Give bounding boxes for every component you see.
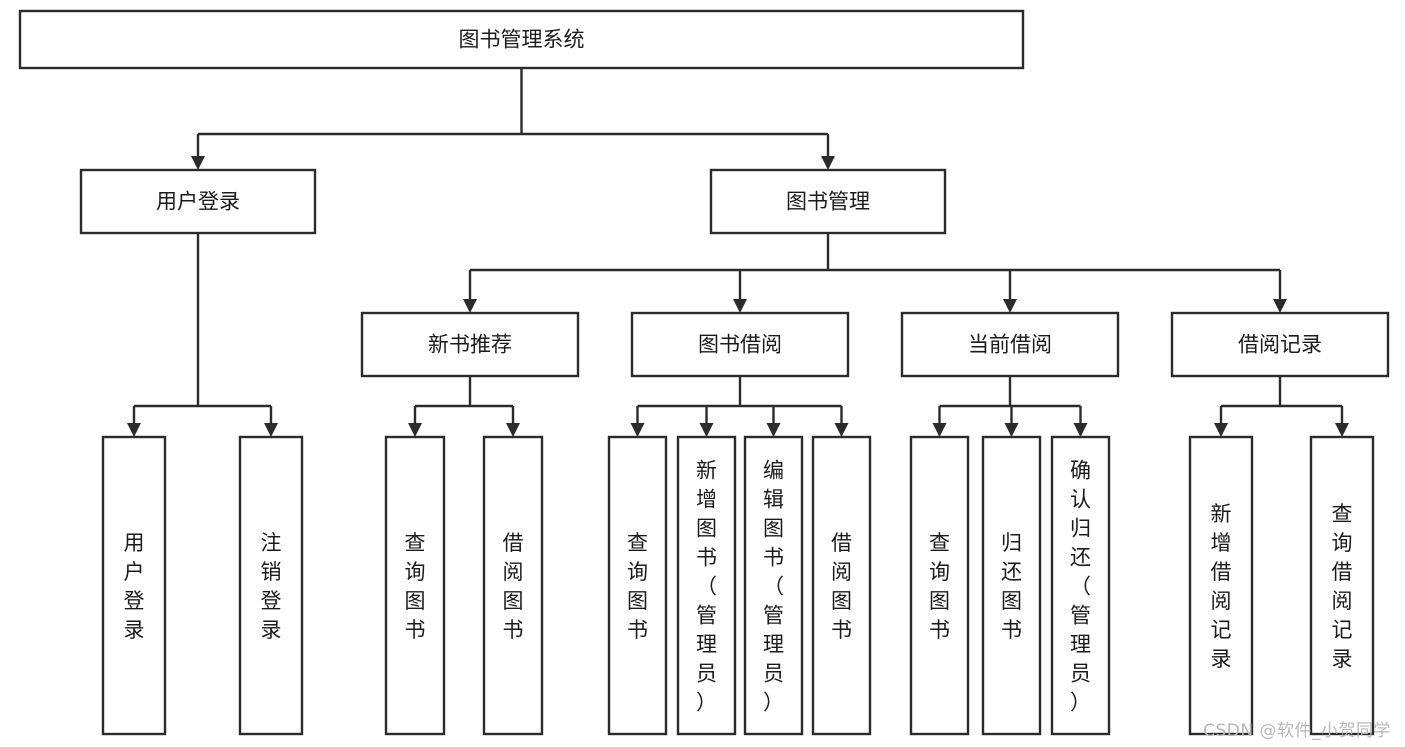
node-box-leaf-user-logout[interactable]: [238, 435, 304, 736]
node-label-leaf-user-login: 用户登录: [124, 531, 145, 642]
node-book-borrow[interactable]: 图书借阅: [630, 311, 850, 378]
node-box-leaf-user-login[interactable]: [101, 435, 167, 736]
node-leaf-borrow-books-rec[interactable]: 借阅图书: [482, 435, 544, 736]
node-box-current-borrow[interactable]: [900, 311, 1120, 378]
node-box-leaf-query-borrow-record[interactable]: [1309, 435, 1375, 736]
node-box-leaf-query-books-current[interactable]: [909, 435, 970, 736]
book-borrow-to-leaves-arrow-1-head: [699, 423, 714, 437]
user-login-to-leaves-arrow-0-head: [127, 423, 141, 437]
node-label-user-login: 用户登录: [156, 190, 240, 214]
node-label-borrow-records: 借阅记录: [1238, 333, 1322, 357]
node-leaf-query-books-current[interactable]: 查询图书: [909, 435, 970, 736]
node-leaf-add-book-admin[interactable]: 新增图书（管理员）: [676, 435, 737, 736]
node-label-new-book-recommend: 新书推荐: [428, 333, 512, 357]
node-label-book-management: 图书管理: [786, 190, 870, 214]
node-leaf-query-borrow-record[interactable]: 查询借阅记录: [1309, 435, 1375, 736]
node-leaf-return-books[interactable]: 归还图书: [981, 435, 1042, 736]
node-box-leaf-query-books-rec[interactable]: [384, 435, 446, 736]
node-box-borrow-records[interactable]: [1170, 311, 1390, 378]
current-borrow-to-leaves-arrow-2-head: [1073, 423, 1088, 437]
node-user-login[interactable]: 用户登录: [79, 168, 317, 235]
node-box-leaf-confirm-return-admin[interactable]: [1050, 435, 1111, 736]
borrow-records-to-leaves-arrow-0-head: [1214, 423, 1228, 437]
node-label-current-borrow: 当前借阅: [968, 333, 1052, 357]
node-book-management[interactable]: 图书管理: [709, 168, 947, 235]
book-borrow-to-leaves-arrow-3-head: [834, 423, 849, 437]
node-box-book-borrow[interactable]: [630, 311, 850, 378]
borrow-records-to-leaves-arrow-1-head: [1335, 423, 1349, 437]
node-box-leaf-add-borrow-record[interactable]: [1188, 435, 1254, 736]
node-leaf-user-logout[interactable]: 注销登录: [238, 435, 304, 736]
node-box-user-login[interactable]: [79, 168, 317, 235]
root-to-level2-arrow-0-head: [191, 156, 205, 170]
node-label-leaf-borrow-books-rec: 借阅图书: [503, 531, 524, 642]
bookmgmt-to-level3-arrow-0-head: [463, 299, 477, 313]
node-label-leaf-query-borrow-record: 查询借阅记录: [1332, 502, 1353, 671]
node-box-root[interactable]: [18, 9, 1025, 70]
connectors-layer: [127, 68, 1349, 437]
node-box-leaf-borrow-books-rec[interactable]: [482, 435, 544, 736]
current-borrow-to-leaves-arrow-0-head: [932, 423, 947, 437]
boxes-layer: 图书管理系统用户登录图书管理新书推荐图书借阅当前借阅借阅记录用户登录注销登录查询…: [18, 9, 1390, 736]
node-leaf-confirm-return-admin[interactable]: 确认归还（管理员）: [1050, 435, 1111, 736]
node-leaf-edit-book-admin[interactable]: 编辑图书（管理员）: [743, 435, 804, 736]
node-label-leaf-add-book-admin: 新增图书（管理员）: [696, 459, 717, 715]
node-box-leaf-query-books-borrow[interactable]: [607, 435, 668, 736]
node-root[interactable]: 图书管理系统: [18, 9, 1025, 70]
node-box-book-management[interactable]: [709, 168, 947, 235]
book-borrow-to-leaves-arrow-2-head: [766, 423, 781, 437]
current-borrow-to-leaves-arrow-1-head: [1004, 423, 1019, 437]
node-label-leaf-query-books-current: 查询图书: [929, 531, 950, 642]
node-label-book-borrow: 图书借阅: [698, 333, 782, 357]
node-label-leaf-query-books-rec: 查询图书: [405, 531, 426, 642]
bookmgmt-to-level3-arrow-1-head: [733, 299, 747, 313]
node-current-borrow[interactable]: 当前借阅: [900, 311, 1120, 378]
bookmgmt-to-level3-arrow-3-head: [1273, 299, 1287, 313]
node-label-root: 图书管理系统: [459, 28, 585, 52]
new-book-recommend-to-leaves-arrow-1-head: [506, 423, 520, 437]
node-box-leaf-return-books[interactable]: [981, 435, 1042, 736]
node-label-leaf-query-books-borrow: 查询图书: [627, 531, 648, 642]
node-new-book-recommend[interactable]: 新书推荐: [360, 311, 580, 378]
node-leaf-query-books-borrow[interactable]: 查询图书: [607, 435, 668, 736]
root-to-level2-arrow-1-head: [821, 156, 835, 170]
node-leaf-add-borrow-record[interactable]: 新增借阅记录: [1188, 435, 1254, 736]
node-box-leaf-borrow-books-borrow[interactable]: [811, 435, 872, 736]
node-box-new-book-recommend[interactable]: [360, 311, 580, 378]
node-label-leaf-borrow-books-borrow: 借阅图书: [831, 531, 852, 642]
node-borrow-records[interactable]: 借阅记录: [1170, 311, 1390, 378]
book-borrow-to-leaves-arrow-0-head: [630, 423, 645, 437]
node-label-leaf-user-logout: 注销登录: [261, 531, 282, 642]
node-leaf-borrow-books-borrow[interactable]: 借阅图书: [811, 435, 872, 736]
node-label-leaf-confirm-return-admin: 确认归还（管理员）: [1070, 459, 1091, 715]
new-book-recommend-to-leaves-arrow-0-head: [408, 423, 422, 437]
node-label-leaf-edit-book-admin: 编辑图书（管理员）: [763, 459, 784, 715]
user-login-to-leaves-arrow-1-head: [264, 423, 278, 437]
node-box-leaf-edit-book-admin[interactable]: [743, 435, 804, 736]
node-label-leaf-return-books: 归还图书: [1001, 531, 1022, 642]
node-label-leaf-add-borrow-record: 新增借阅记录: [1211, 502, 1232, 671]
node-leaf-query-books-rec[interactable]: 查询图书: [384, 435, 446, 736]
node-box-leaf-add-book-admin[interactable]: [676, 435, 737, 736]
node-leaf-user-login[interactable]: 用户登录: [101, 435, 167, 736]
bookmgmt-to-level3-arrow-2-head: [1003, 299, 1017, 313]
